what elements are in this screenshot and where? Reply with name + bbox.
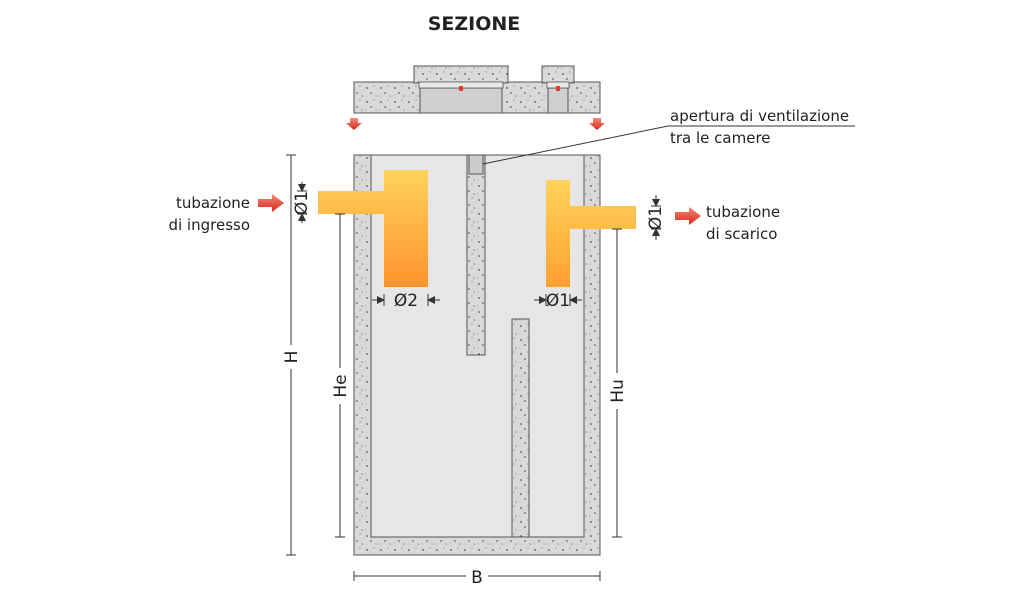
down-arrow-icon — [346, 118, 362, 130]
dimension-d1-inner-label: Ø1 — [546, 291, 570, 311]
outlet-label-line2: di scarico — [706, 225, 777, 243]
dimension-B-label: B — [471, 568, 483, 588]
inlet-label-line1: tubazione — [176, 194, 250, 212]
vent-label-line1: apertura di ventilazione — [670, 107, 849, 125]
dimension-d1-inlet-label: Ø1 — [292, 191, 312, 215]
lower-baffle-wall — [511, 318, 530, 538]
outlet-label-line1: tubazione — [706, 203, 780, 221]
outlet-pipe — [546, 180, 636, 287]
outlet-arrow-icon — [675, 207, 701, 225]
down-arrow-icon — [589, 118, 605, 130]
dimension-d2-label: Ø2 — [394, 291, 418, 311]
inlet-label-line2: di ingresso — [168, 216, 250, 234]
dimension-d1-outlet-label: Ø1 — [646, 206, 666, 230]
upper-baffle-wall — [466, 154, 486, 356]
dimension-He-label: He — [331, 374, 351, 397]
dimension-d2 — [372, 294, 440, 306]
lid-placement-arrows — [346, 118, 605, 130]
diagram-title: SEZIONE — [428, 13, 521, 35]
dimension-H-label: H — [282, 351, 302, 364]
vent-label-line2: tra le camere — [670, 129, 771, 147]
dimension-Hu-label: Hu — [608, 379, 628, 403]
ventilation-opening — [468, 154, 484, 175]
inlet-arrow-icon — [258, 194, 284, 212]
dimension-d1-inner — [534, 294, 582, 306]
cover-slab — [353, 65, 601, 114]
dimension-d1-outlet — [651, 195, 661, 240]
dimension-d1-inlet — [297, 182, 307, 223]
inlet-pipe — [318, 170, 428, 287]
vent-leader-line — [482, 125, 855, 165]
